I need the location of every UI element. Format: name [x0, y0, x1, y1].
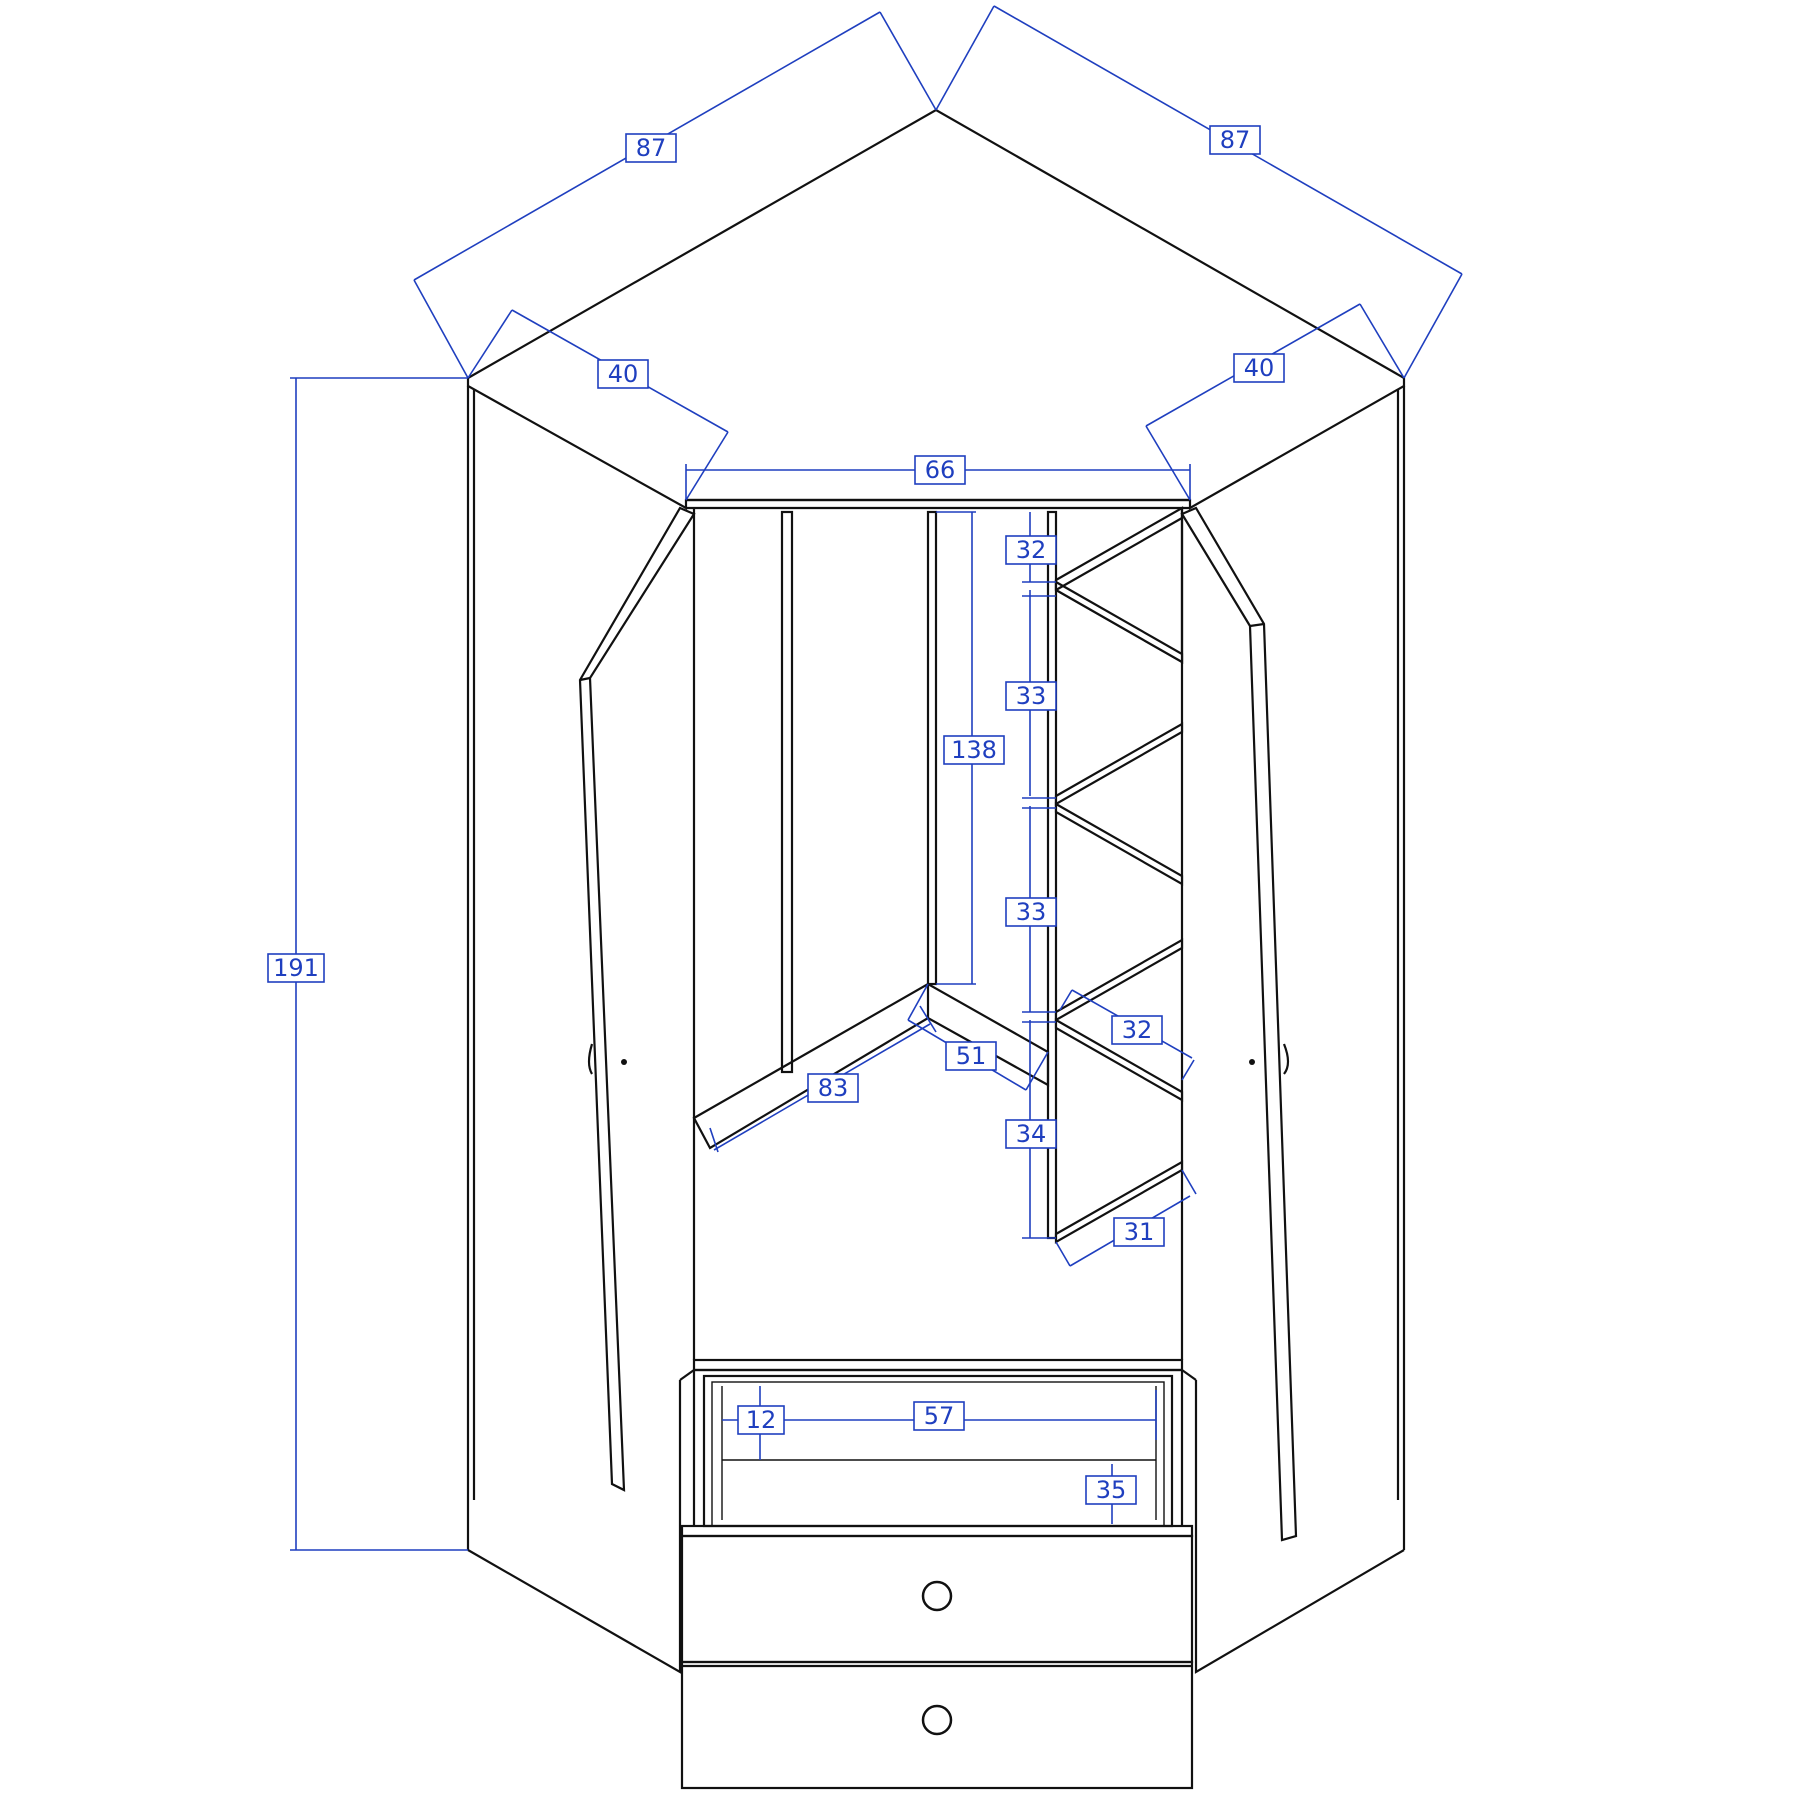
svg-text:32: 32 — [1122, 1016, 1153, 1044]
dim-label-bottom-shelf-gap: 31 — [1113, 1217, 1165, 1247]
svg-text:40: 40 — [608, 360, 639, 388]
svg-text:32: 32 — [1016, 536, 1047, 564]
svg-text:12: 12 — [746, 1406, 777, 1434]
dim-label-shelf-depth: 32 — [1111, 1015, 1163, 1045]
dim-label-drawer-inner-height: 12 — [737, 1405, 785, 1435]
svg-text:51: 51 — [956, 1042, 987, 1070]
dim-label-top-right-depth: 87 — [1209, 125, 1261, 155]
dim-label-shelf-gap-1: 33 — [1005, 681, 1057, 711]
right-door — [1180, 506, 1298, 1542]
dim-label-top-left-depth: 87 — [625, 133, 677, 163]
dim-label-rail-depth: 51 — [945, 1041, 997, 1071]
right-door-handle-icon — [1249, 1059, 1255, 1065]
svg-text:57: 57 — [924, 1402, 955, 1430]
svg-text:31: 31 — [1124, 1218, 1155, 1246]
left-door — [578, 506, 696, 1492]
svg-text:83: 83 — [818, 1074, 849, 1102]
svg-text:87: 87 — [636, 134, 667, 162]
svg-text:87: 87 — [1220, 126, 1251, 154]
dim-label-rail-height: 138 — [943, 735, 1005, 765]
dim-label-right-side-width: 40 — [1233, 353, 1285, 383]
dim-label-total-height: 191 — [267, 953, 325, 983]
dim-label-shelf-gap-3: 34 — [1005, 1119, 1057, 1149]
dimension-labels: 87 87 40 40 66 191 138 32 — [267, 125, 1285, 1505]
dim-label-drawer-inner-depth: 35 — [1085, 1475, 1137, 1505]
dim-label-drawer-inner-width: 57 — [913, 1401, 965, 1431]
svg-text:33: 33 — [1016, 898, 1047, 926]
cabinet-body — [466, 108, 1406, 1674]
left-door-handle-icon — [621, 1059, 627, 1065]
drawer-1-knob-icon — [921, 1580, 953, 1612]
drawer-2-knob-icon — [921, 1704, 953, 1736]
dim-label-shelf-gap-2: 33 — [1005, 897, 1057, 927]
svg-text:34: 34 — [1016, 1120, 1047, 1148]
dim-label-rail-width: 83 — [807, 1073, 859, 1103]
dim-label-top-shelf-gap: 32 — [1005, 535, 1057, 565]
dim-label-front-width: 66 — [914, 455, 966, 485]
svg-text:33: 33 — [1016, 682, 1047, 710]
svg-text:66: 66 — [925, 456, 956, 484]
svg-text:35: 35 — [1096, 1476, 1127, 1504]
shelf-column — [1046, 506, 1184, 1244]
dim-label-left-side-width: 40 — [597, 359, 649, 389]
svg-text:191: 191 — [273, 954, 319, 982]
svg-text:40: 40 — [1244, 354, 1275, 382]
svg-text:138: 138 — [951, 736, 997, 764]
drawers — [679, 1369, 1197, 1790]
